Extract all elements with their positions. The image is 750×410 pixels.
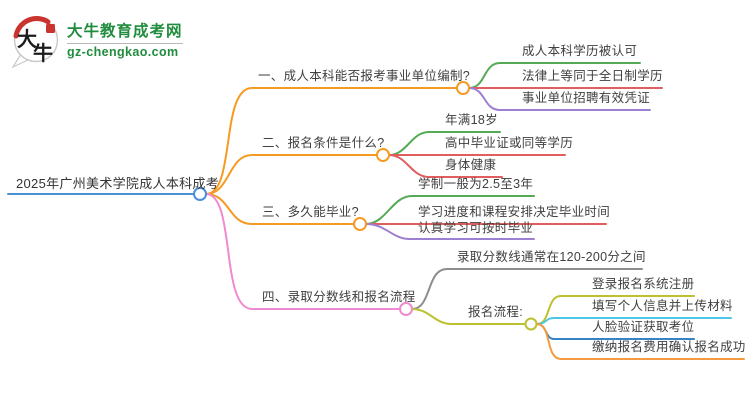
flow-node-circle <box>524 317 538 331</box>
branch-3-connector <box>205 193 354 225</box>
site-logo: 大 牛 大牛教育成考网 gz-chengkao.com <box>10 14 183 68</box>
flow-step-4-label: 缴纳报名费用确认报名成功 <box>592 340 746 354</box>
branch-2-connector <box>205 154 377 195</box>
branch-3-child-1-label: 学制一般为2.5至3年 <box>418 177 534 191</box>
mindmap-root-label: 2025年广州美术学院成人本科成考 <box>16 176 220 191</box>
branch-4-child-1-label: 录取分数线通常在120-200分之间 <box>457 250 646 264</box>
branch-1-child-3-label: 事业单位招聘有效凭证 <box>522 91 651 105</box>
logo-char-1: 大 <box>17 27 37 51</box>
branch-2-child-1-label: 年满18岁 <box>445 113 498 127</box>
branch-2-child-2-label: 高中毕业证或同等学历 <box>445 136 574 150</box>
branch-2-label: 二、报名条件是什么? <box>262 136 385 150</box>
flow-step-3-label: 人脸验证获取考位 <box>592 320 695 334</box>
branch-4-label: 四、录取分数线和报名流程 <box>262 290 416 304</box>
flow-step-4-connector <box>536 323 745 360</box>
logo-bubble-icon: 大 牛 <box>11 16 59 68</box>
logo-seal-icon <box>46 24 55 33</box>
logo-subtitle: gz-chengkao.com <box>67 44 179 59</box>
branch-2-child-3-connector <box>388 154 503 178</box>
logo-red-arc <box>13 16 51 39</box>
branch-4-connector <box>205 193 400 310</box>
branch-4-child-2-connector <box>411 308 525 325</box>
branch-1-child-1-label: 成人本科学历被认可 <box>522 44 638 58</box>
branch-2-child-3-label: 身体健康 <box>445 158 497 172</box>
branch-4-node-circle <box>399 302 413 316</box>
branch-3-child-3-label: 认真学习可按时毕业 <box>418 221 534 235</box>
branch-1-node-circle <box>456 81 470 95</box>
branch-1-child-2-label: 法律上等同于全日制学历 <box>522 69 663 83</box>
logo-divider <box>67 42 183 44</box>
branch-4-child-1-connector <box>411 268 643 310</box>
flow-step-1-label: 登录报名系统注册 <box>592 277 695 291</box>
branch-1-child-3-connector <box>468 87 651 111</box>
branch-1-connector <box>205 87 457 195</box>
branch-2-node-circle <box>376 148 390 162</box>
logo-char-2: 牛 <box>33 41 53 65</box>
flow-step-2-label: 填写个人信息并上传材料 <box>592 299 733 313</box>
logo-title: 大牛教育成考网 <box>67 22 183 40</box>
branch-1-label: 一、成人本科能否报考事业单位编制? <box>258 69 471 83</box>
branch-3-label: 三、多久能毕业? <box>262 205 359 219</box>
branch-3-node-circle <box>353 217 367 231</box>
root-node-circle <box>193 187 207 201</box>
flow-parent-label: 报名流程: <box>468 305 523 319</box>
branch-3-child-2-label: 学习进度和课程安排决定毕业时间 <box>418 205 611 219</box>
branch-3-child-3-connector <box>365 223 535 240</box>
